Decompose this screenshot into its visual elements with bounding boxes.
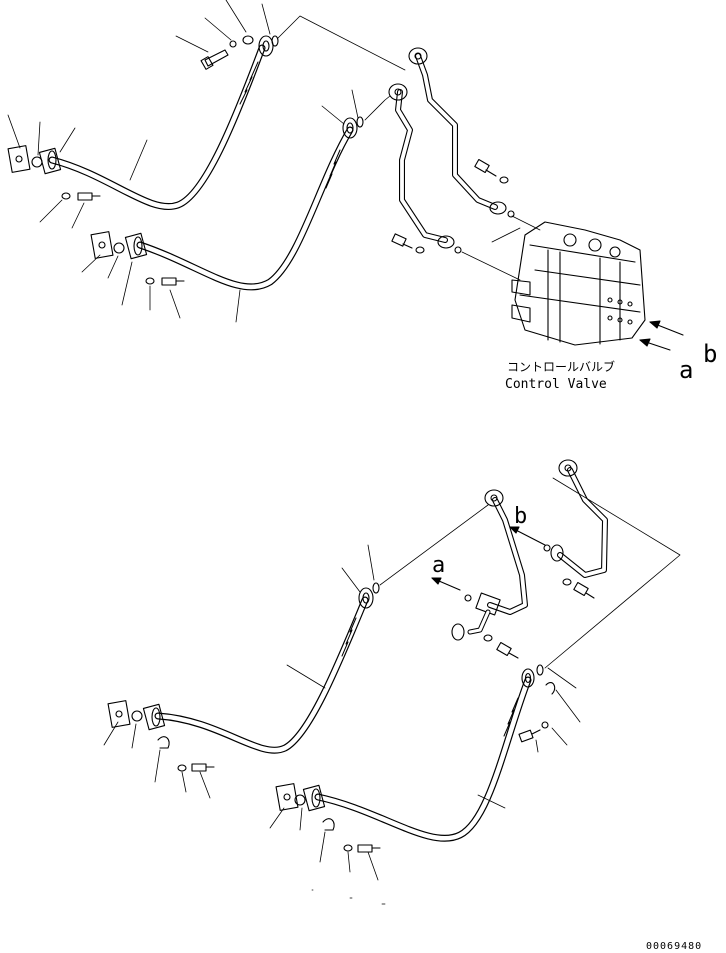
control-valve-label-jp: コントロールバルブ [507,359,615,374]
lower-pipe-a-washer [483,634,493,642]
lower-pipe-b-bolt [573,581,595,599]
lower-washer-2 [343,844,353,852]
upper-hose-1-top-fitting [258,35,274,57]
drawing-number: 00069480 [646,941,702,952]
upper-washer-2 [145,277,155,285]
lower-hose-2-washer [541,721,549,729]
lower-hose-2-left-fitting [302,784,326,812]
lower-pipe-a-oring [464,594,472,602]
upper-hose-2 [136,126,354,291]
control-valve-label-en: Control Valve [505,377,607,392]
lower-bolt-1 [191,763,215,772]
upper-top-oring [271,35,279,47]
lower-connection-lines [379,477,681,669]
upper-pipe-a [388,83,455,249]
lower-hose-1-top-fitting [358,587,374,609]
lower-hose-2-bolt [518,729,541,743]
upper-leader-lines [7,0,359,323]
upper-flange-half-1 [7,145,31,173]
upper-connection-lines [277,15,541,281]
pipe-a-washer [415,246,425,254]
pipe-a-oring [454,246,462,254]
lower-pipe-b-oring [543,544,551,552]
upper-bolt-2 [161,277,185,286]
port-label-b: b [703,340,717,368]
lower-pipe-b-washer [562,578,572,586]
upper-flange-half-2 [90,231,114,259]
lower-pipe-b [550,459,608,578]
upper-oring-2 [113,242,125,254]
pipe-b-oring [507,210,515,218]
lower-pipe-a-bolt [496,641,519,659]
lower-hose-2 [314,676,532,842]
port-label-a: a [679,356,693,384]
pipe-b-bolt [474,158,497,177]
pipe-b-washer [499,176,509,184]
pipe-a-bolt [391,233,413,249]
lower-hose-1-left-fitting [142,703,166,731]
upper-hose-2-oring [356,116,364,128]
upper-hose-2-left-fitting [124,232,148,260]
lower-hose-2-top-fitting [521,668,535,688]
control-valve-body [511,221,646,346]
lower-leader-lines [103,544,581,905]
lower-bolt-2 [357,844,381,853]
lower-port-arrows [431,526,546,591]
lower-washer-1 [177,764,187,772]
upper-hose-1 [48,44,266,210]
upper-pipe-b [408,47,507,215]
upper-hose-2-top-fitting [342,117,358,139]
lower-flange-half-1 [107,700,131,728]
lower-pipe-a [451,489,528,641]
upper-top-washer [229,40,237,48]
lower-hose-2-clip [545,682,556,695]
upper-port-arrows [639,320,684,351]
upper-bolt-1 [77,192,101,201]
lower-hose-1 [154,596,369,754]
lower-oring-1 [131,710,143,722]
upper-top-bolt [200,49,229,70]
upper-oring-1 [31,156,43,168]
lower-hose-1-oring [372,582,380,594]
lower-port-label-a: a [432,553,445,578]
lower-hose-2-oring [536,664,544,676]
upper-top-clip [242,35,254,45]
lower-port-label-b: b [514,504,527,529]
lower-oring-2 [294,794,306,806]
lower-clamp-2 [322,818,335,831]
lower-clamp-1 [157,736,170,749]
upper-washer-1 [61,192,71,200]
lower-flange-half-2 [275,783,299,811]
